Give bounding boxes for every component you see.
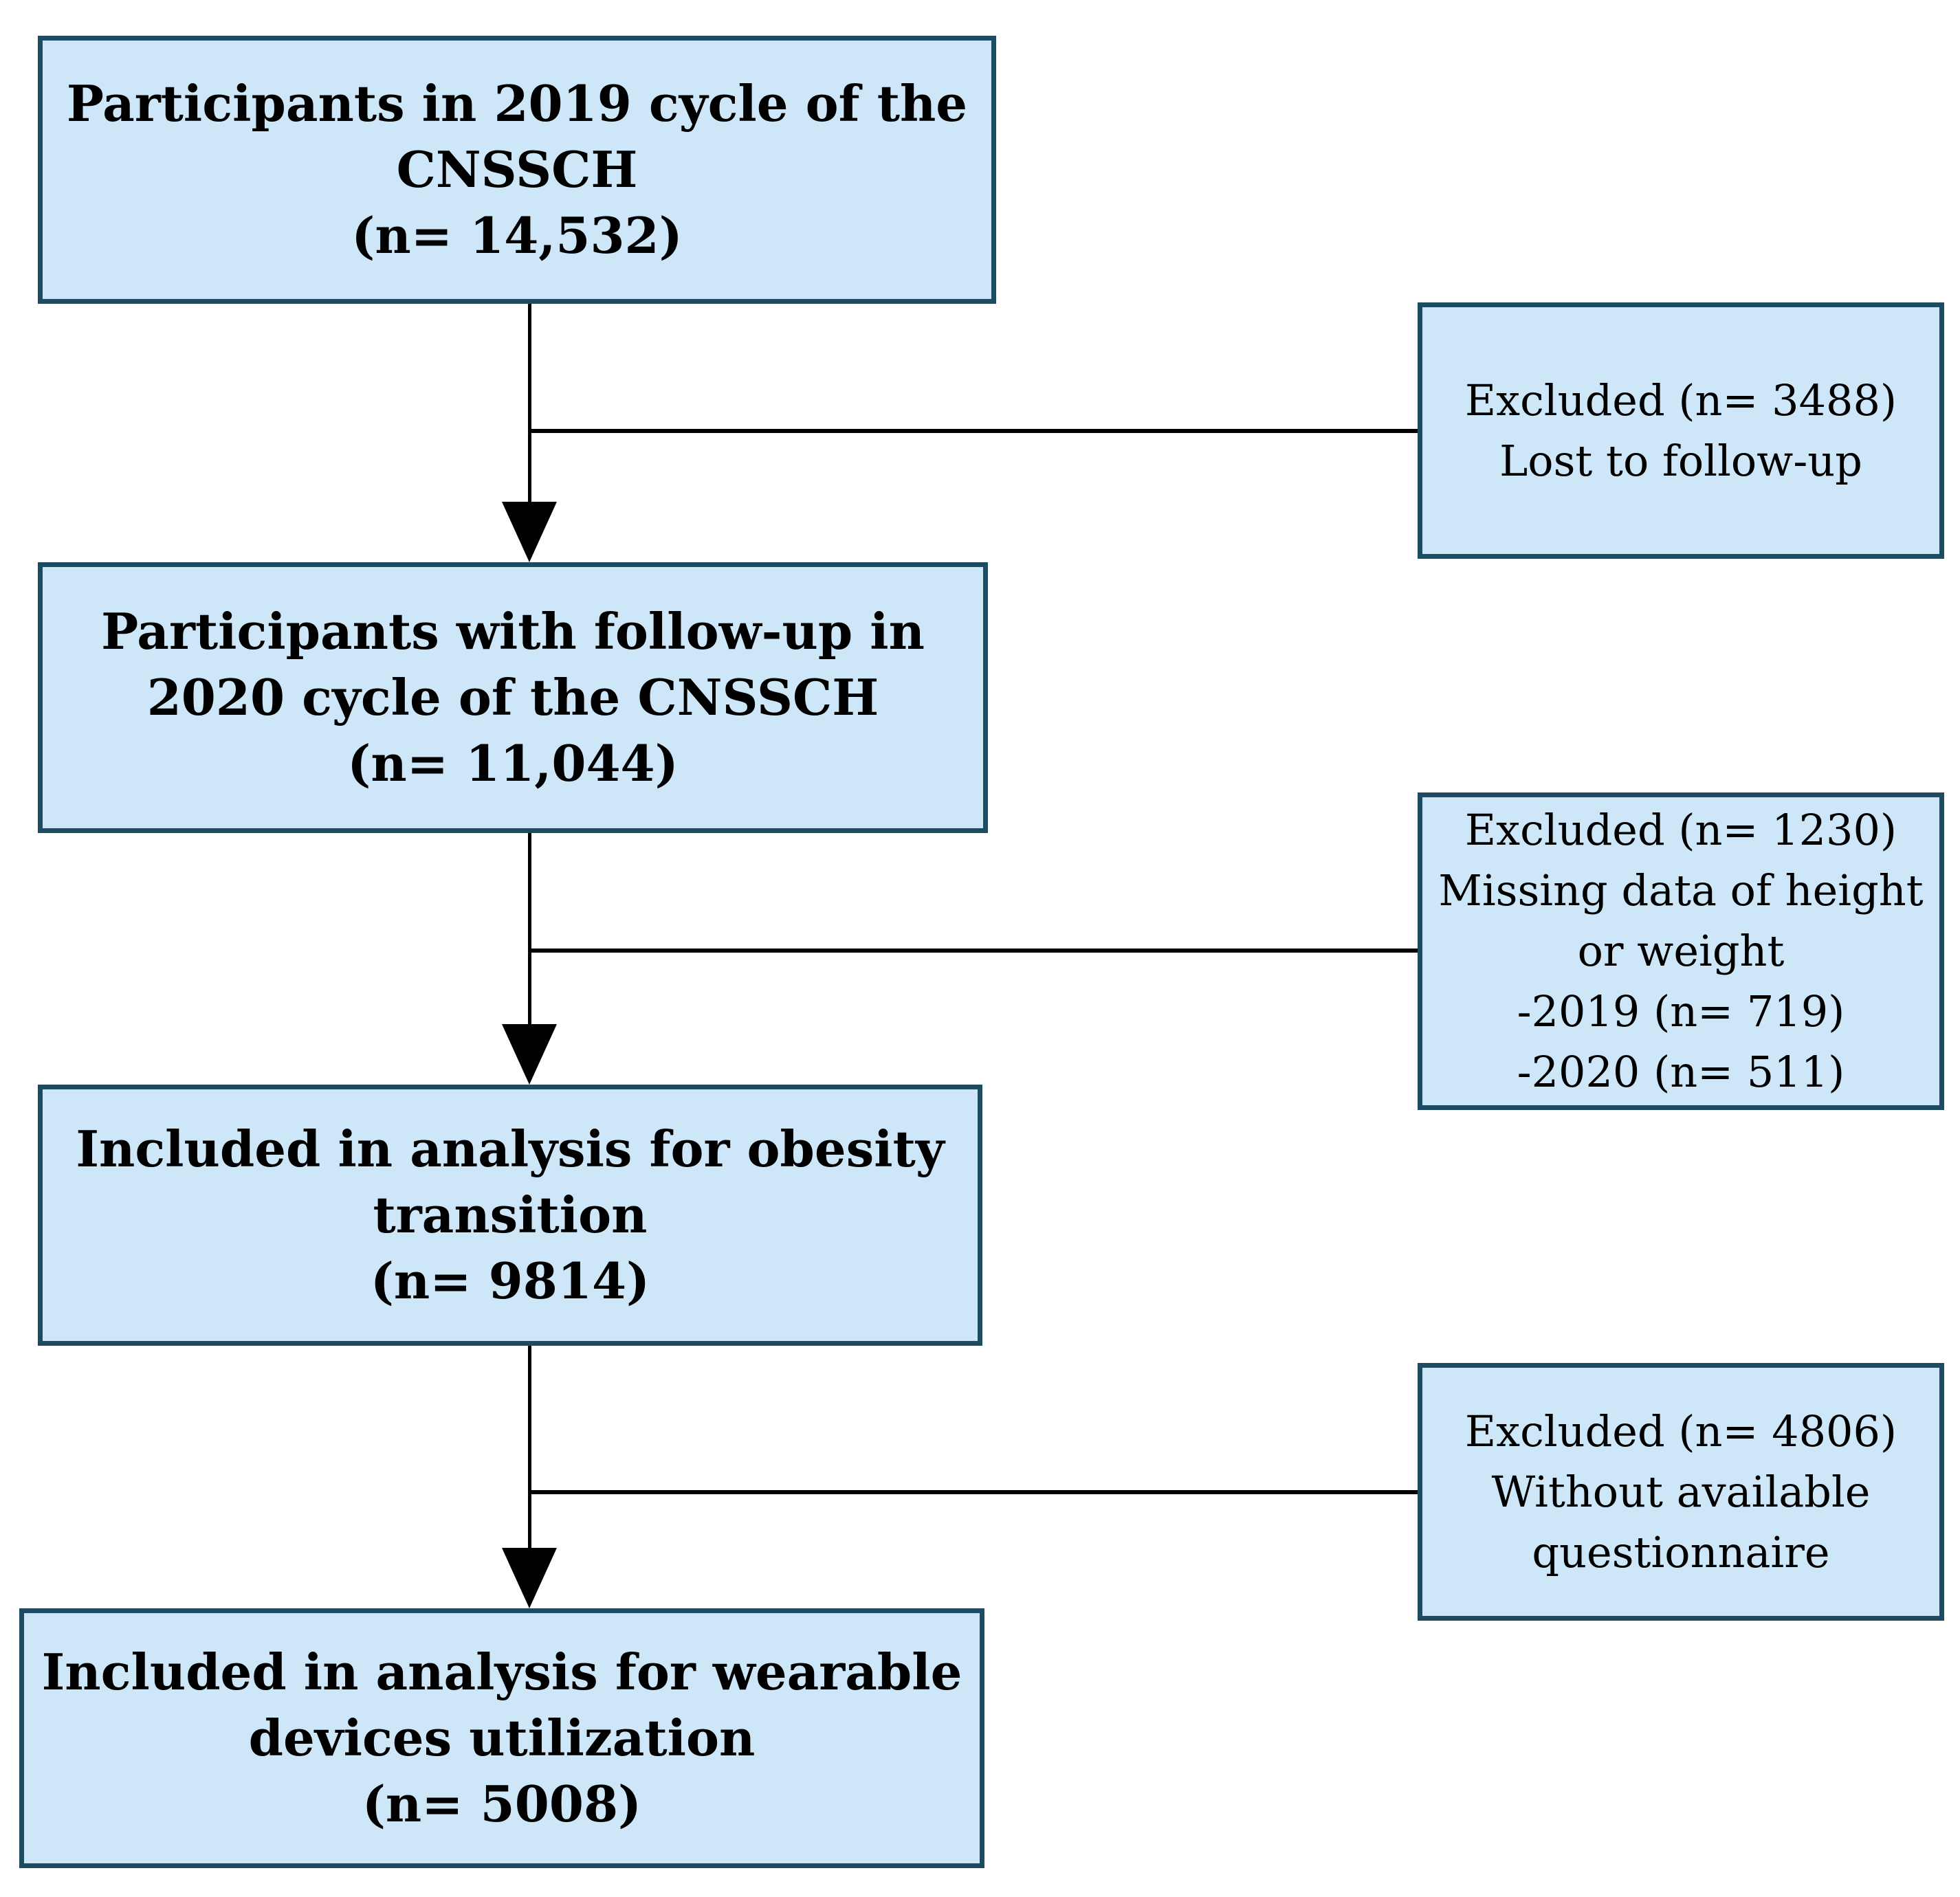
text-line: or weight	[1577, 926, 1785, 976]
excluded-box-missing-height-weight: Excluded (n= 1230) Missing data of heigh…	[1418, 792, 1944, 1110]
flow-box-participants-2019: Participants in 2019 cycle of the CNSSCH…	[38, 36, 996, 304]
text-line: (n= 9814)	[370, 1252, 650, 1310]
excluded-box-no-questionnaire: Excluded (n= 4806) Without available que…	[1418, 1363, 1944, 1621]
text-line: -2020 (n= 511)	[1517, 1047, 1845, 1097]
arrow-down-icon	[502, 502, 557, 562]
flow-box-wearable-devices: Included in analysis for wearable device…	[19, 1608, 984, 1868]
text-line: Excluded (n= 4806)	[1464, 1406, 1897, 1456]
arrow-down-icon	[502, 1548, 557, 1608]
connector-line-3	[528, 1346, 531, 1556]
branch-line-3	[529, 1490, 1418, 1494]
text-line: devices utilization	[248, 1709, 756, 1767]
connector-line-2	[528, 833, 531, 1032]
text-line: (n= 11,044)	[347, 734, 679, 792]
text-line: Without available	[1491, 1466, 1871, 1517]
text-line: (n= 5008)	[362, 1775, 642, 1833]
branch-line-2	[529, 948, 1418, 953]
text-line: Missing data of height	[1438, 865, 1924, 916]
flow-box-obesity-transition: Included in analysis for obesity transit…	[38, 1085, 982, 1346]
branch-line-1	[529, 429, 1418, 433]
text-line: (n= 14,532)	[351, 206, 683, 265]
arrow-down-icon	[502, 1024, 557, 1085]
text-line: CNSSCH	[396, 140, 638, 199]
text-line: Included in analysis for obesity	[76, 1120, 945, 1178]
text-line: -2019 (n= 719)	[1517, 986, 1845, 1036]
text-line: Lost to follow-up	[1499, 435, 1862, 486]
text-line: Excluded (n= 3488)	[1464, 375, 1897, 425]
text-line: Included in analysis for wearable	[41, 1643, 962, 1701]
flow-box-followup-2020: Participants with follow-up in 2020 cycl…	[38, 562, 988, 833]
text-line: transition	[373, 1186, 648, 1244]
excluded-box-lost-to-follow-up: Excluded (n= 3488) Lost to follow-up	[1418, 302, 1944, 559]
text-line: questionnaire	[1532, 1527, 1830, 1577]
text-line: Excluded (n= 1230)	[1464, 805, 1897, 855]
connector-line-1	[528, 304, 531, 510]
text-line: 2020 cycle of the CNSSCH	[146, 668, 879, 726]
text-line: Participants in 2019 cycle of the	[66, 74, 968, 133]
text-line: Participants with follow-up in	[101, 602, 925, 661]
